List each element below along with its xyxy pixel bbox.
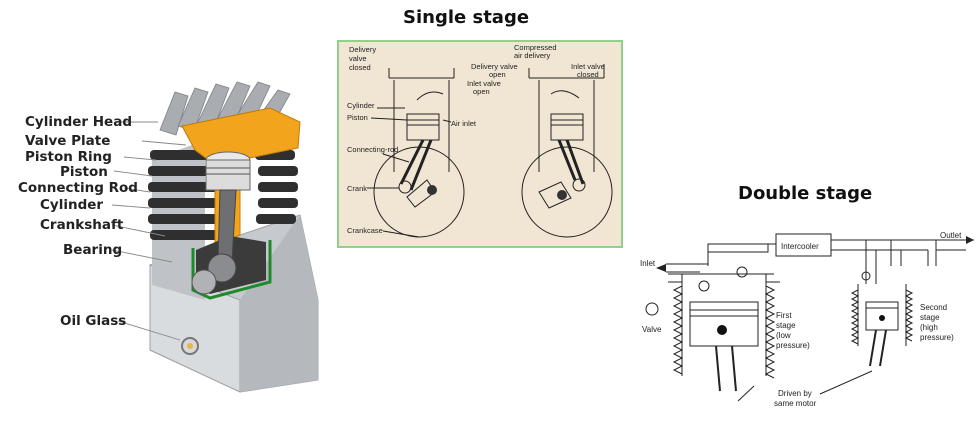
dstxt-second-3: (high xyxy=(920,323,938,332)
double-stage-title: Double stage xyxy=(738,183,873,204)
label-crankshaft: Crankshaft xyxy=(40,217,124,233)
dstxt-driven-2: same motor xyxy=(774,399,817,408)
dstxt-inlet: Inlet xyxy=(640,259,656,268)
dstxt-second-1: Second xyxy=(920,303,947,312)
sstxt-crankcase: Crankcase xyxy=(347,226,383,235)
dstxt-driven-1: Driven by xyxy=(778,389,812,398)
dstxt-first-2: stage xyxy=(776,321,796,330)
sstxt-compressed-2: air delivery xyxy=(514,51,551,60)
sstxt-connecting-rod: Connecting-rod xyxy=(347,145,398,154)
label-piston: Piston xyxy=(60,164,108,180)
dstxt-first-1: First xyxy=(776,311,792,320)
compressor-cutaway-illustration xyxy=(111,81,319,393)
sstxt-delivery-open-1: Delivery valve xyxy=(471,62,518,71)
dstxt-second-4: pressure) xyxy=(920,333,954,342)
sstxt-air-inlet: Air inlet xyxy=(451,119,477,128)
sstxt-cylinder: Cylinder xyxy=(347,101,375,110)
label-oil-glass: Oil Glass xyxy=(60,313,127,329)
label-valve-plate: Valve Plate xyxy=(25,133,111,149)
dstxt-second-2: stage xyxy=(920,313,940,322)
sstxt-inlet-open-2: open xyxy=(473,87,490,96)
dstxt-first-4: pressure) xyxy=(776,341,810,350)
label-cylinder: Cylinder xyxy=(40,197,104,213)
label-piston-ring: Piston Ring xyxy=(25,149,112,165)
dstxt-outlet: Outlet xyxy=(940,231,962,240)
single-stage-drawing: Delivery valve closed Compressed air del… xyxy=(347,43,613,238)
sstxt-piston: Piston xyxy=(347,113,368,122)
dstxt-first-3: (low xyxy=(776,331,791,340)
compressor-cutaway: Cylinder Head Valve Plate Piston Ring Pi… xyxy=(0,0,330,422)
sstxt-delivery-1: Delivery xyxy=(349,45,376,54)
single-stage-diagram: Delivery valve closed Compressed air del… xyxy=(337,40,623,248)
sstxt-delivery-open-2: open xyxy=(489,70,506,79)
sstxt-delivery-2: valve xyxy=(349,54,367,63)
dstxt-intercooler: Intercooler xyxy=(781,242,819,251)
sstxt-crank: Crank xyxy=(347,184,367,193)
sstxt-inlet-closed-1: Inlet valve xyxy=(571,62,605,71)
sstxt-compressed-1: Compressed xyxy=(514,43,557,52)
sstxt-delivery-3: closed xyxy=(349,63,371,72)
dstxt-valve: Valve xyxy=(642,325,662,334)
sstxt-inlet-closed-2: closed xyxy=(577,70,599,79)
single-stage-title: Single stage xyxy=(403,7,530,28)
double-stage-drawing: Intercooler Outlet Inlet Valve First sta… xyxy=(640,231,974,408)
label-connecting-rod: Connecting Rod xyxy=(18,180,138,196)
double-stage-diagram: Intercooler Outlet Inlet Valve First sta… xyxy=(636,226,980,422)
sstxt-inlet-open-1: Inlet valve xyxy=(467,79,501,88)
label-bearing: Bearing xyxy=(63,242,123,258)
label-cylinder-head: Cylinder Head xyxy=(25,114,132,130)
